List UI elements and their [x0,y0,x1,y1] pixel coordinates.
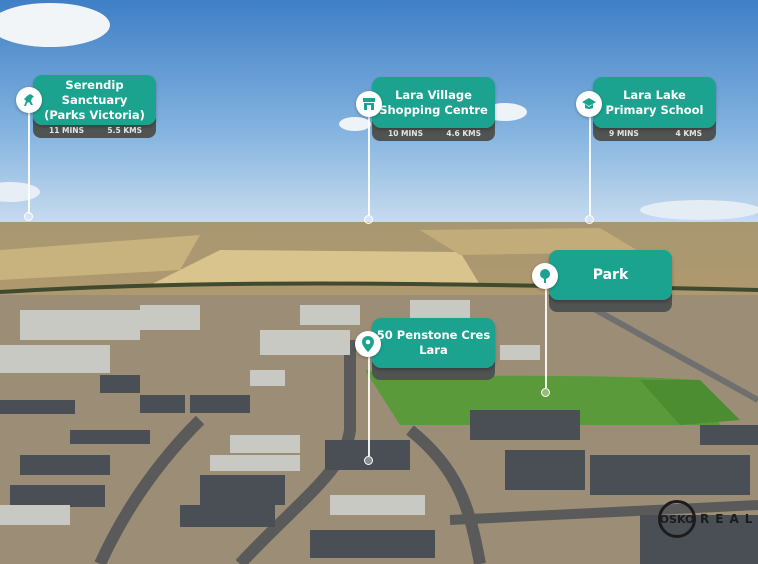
tree-icon [532,263,558,289]
pointer-dot [364,215,373,224]
poi-name-line1: Serendip Sanctuary [61,77,128,107]
poi-name-line2: (Parks Victoria) [44,107,145,122]
logo-brand: OSKO [659,512,695,526]
poi-name-line2: Lara [419,343,448,357]
pointer-dot [364,456,373,465]
poi-label: Park [549,250,672,300]
horse-icon [16,87,42,113]
poi-label: Serendip Sanctuary(Parks Victoria) [33,75,156,125]
pointer-line [28,113,30,214]
graduation-cap-icon [576,91,602,117]
pointer-dot [24,212,33,221]
pointer-line [589,117,591,216]
poi-name-line1: Lara Village [395,87,472,102]
logo-mark: OSKO [658,500,696,538]
poi-name-line2: Shopping Centre [379,102,488,117]
travel-distance: 4.6 KMS [446,129,481,138]
pointer-dot [541,388,550,397]
poi-name-line1: Park [592,266,629,283]
pointer-line [368,357,370,456]
poi-name-line2: Primary School [605,102,704,117]
travel-time: 10 MINS [388,129,423,138]
travel-time: 9 MINS [609,129,639,138]
shop-icon [356,91,382,117]
travel-distance: 4 KMS [675,129,702,138]
pointer-dot [585,215,594,224]
pointer-line [368,117,370,216]
brand-logo: OSKO REAL [658,500,758,538]
logo-suffix: REAL [700,512,758,526]
poi-name-line1: 50 Penstone Cres [376,328,491,342]
pointer-line [545,289,547,388]
location-pin-icon [355,331,381,357]
travel-time: 11 MINS [49,126,84,135]
poi-name-line1: Lara Lake [623,87,686,102]
travel-distance: 5.5 KMS [107,126,142,135]
